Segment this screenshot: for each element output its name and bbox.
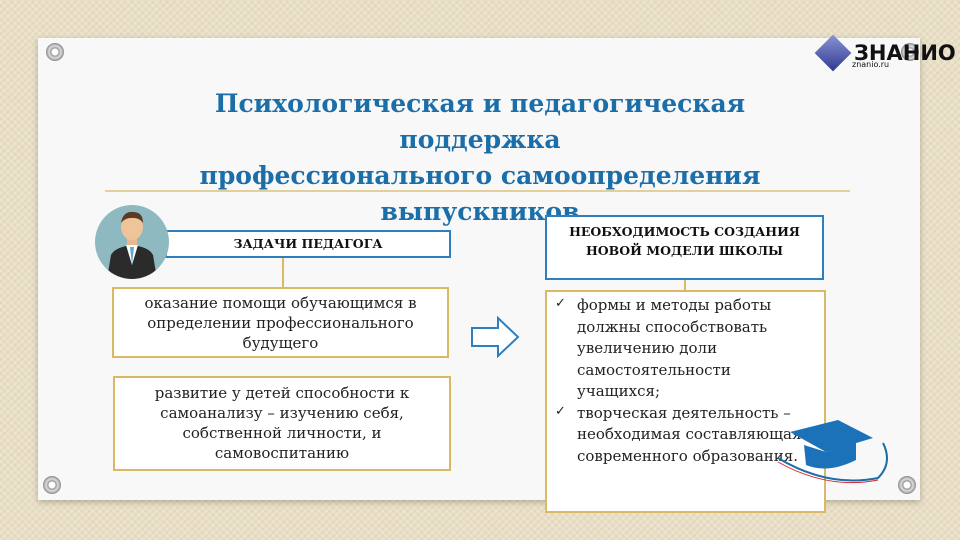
right-arrow-icon	[471, 316, 520, 358]
teacher-tasks-label: ЗАДАЧИ ПЕДАГОГА	[233, 236, 383, 251]
screw-icon	[901, 43, 919, 61]
school-model-list-box: формы и методы работы должны способствов…	[545, 290, 826, 513]
diamond-logo-icon	[814, 34, 852, 72]
list-item: творческая деятельность –необходимая сос…	[547, 401, 818, 468]
new-school-model-header: НЕОБХОДИМОСТЬ СОЗДАНИЯ НОВОЙ МОДЕЛИ ШКОЛ…	[545, 215, 824, 280]
task-text: оказание помощи обучающимся в определени…	[144, 294, 417, 352]
znanio-logo: ЗНАНИО znanio.ru	[814, 34, 956, 72]
screw-icon	[46, 43, 64, 61]
screw-icon	[43, 476, 61, 494]
title-line: Психологическая и педагогическая	[214, 89, 746, 118]
title-line: профессионального самоопределения	[199, 161, 761, 190]
slide-title: Психологическая и педагогическая поддерж…	[100, 86, 860, 230]
teacher-avatar	[95, 205, 169, 279]
graduation-cap-icon	[777, 420, 888, 484]
connector-line	[684, 280, 686, 291]
screw-icon	[898, 476, 916, 494]
logo-url: znanio.ru	[852, 60, 890, 69]
new-school-model-label: НЕОБХОДИМОСТЬ СОЗДАНИЯ НОВОЙ МОДЕЛИ ШКОЛ…	[569, 224, 800, 258]
task-box-1: оказание помощи обучающимся в определени…	[112, 287, 449, 358]
title-line: поддержка	[399, 125, 561, 154]
task-box-2: развитие у детей способности к самоанали…	[113, 376, 451, 471]
list-item: формы и методы работы должны способствов…	[547, 293, 818, 403]
teacher-tasks-header: ЗАДАЧИ ПЕДАГОГА	[165, 230, 451, 258]
task-text: развитие у детей способности к самоанали…	[154, 384, 410, 462]
logo-name: ЗНАНИО	[854, 41, 956, 65]
connector-line	[282, 258, 284, 288]
title-divider	[105, 190, 850, 192]
